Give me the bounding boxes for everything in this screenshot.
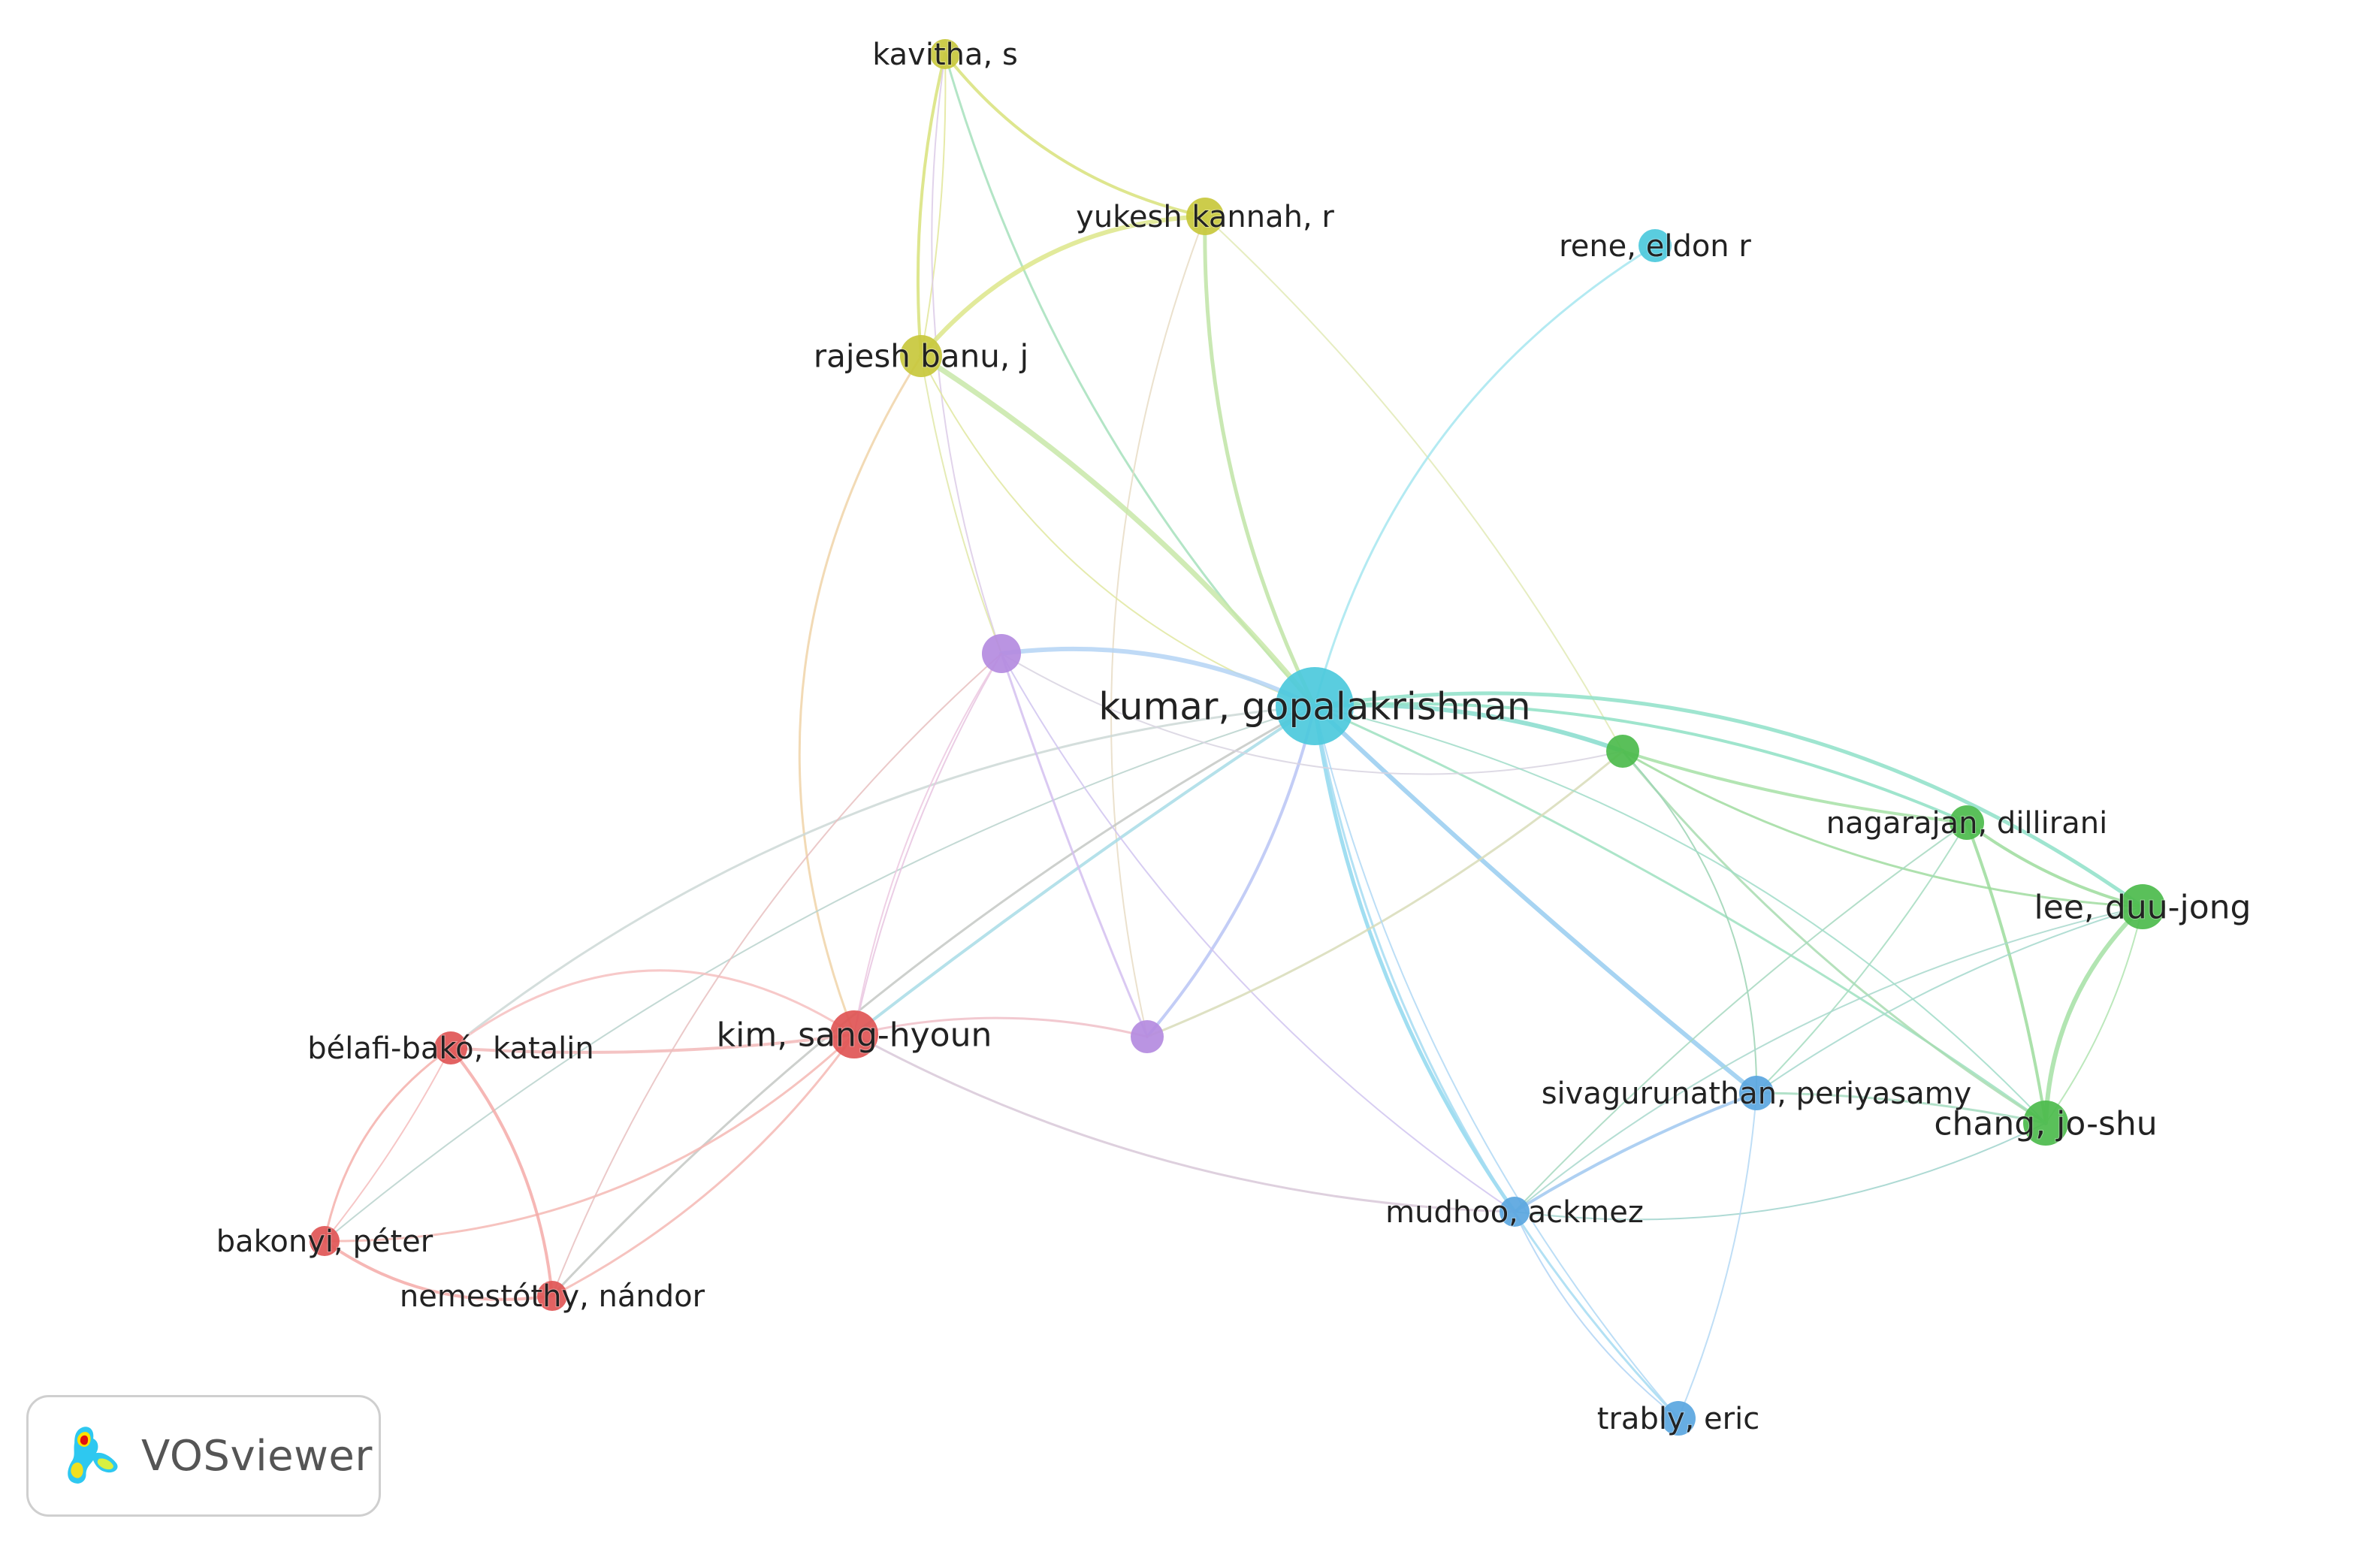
edge-kim-nemestothy (551, 1033, 856, 1297)
edge-kim-bakonyi (323, 1033, 856, 1243)
node-trably[interactable] (1661, 1401, 1696, 1436)
edge-kumar-bakonyi (324, 705, 1315, 1242)
edge-kumar-trably (1313, 705, 1680, 1420)
node-rajesh[interactable] (900, 335, 942, 377)
edge-kumar-belafi (449, 705, 1316, 1049)
edge-kumar-purple1 (999, 646, 1317, 708)
node-nemestothy[interactable] (537, 1281, 567, 1311)
node-chang[interactable] (2023, 1101, 2068, 1146)
edge-purple1-mudhoo (1001, 653, 1515, 1212)
nodes-layer (310, 39, 2165, 1436)
edge-green_hub-sivagurunathan (1622, 750, 1758, 1094)
edge-nagarajan-mudhoo (1514, 822, 1968, 1212)
vosviewer-logo-text: VOSviewer (141, 1431, 373, 1481)
edge-belafi-bakonyi (324, 1047, 452, 1242)
node-rene[interactable] (1639, 229, 1672, 262)
edge-kumar-mudhoo (1312, 704, 1517, 1214)
edge-kumar-sivagurunathan (1312, 704, 1759, 1095)
edges-layer (323, 53, 2145, 1420)
node-label-mudhoo[interactable]: mudhoo, ackmez (1385, 1194, 1645, 1230)
node-kim[interactable] (830, 1010, 878, 1058)
node-green_hub[interactable] (1606, 735, 1639, 768)
edge-nemestothy-purple1 (551, 653, 1002, 1297)
edge-yukesh-green_hub (1204, 216, 1623, 752)
node-yukesh[interactable] (1186, 198, 1224, 235)
edge-mudhoo-trably (1514, 1211, 1679, 1419)
edge-sivagurunathan-trably (1678, 1092, 1757, 1419)
edge-rene-kumar (1313, 244, 1657, 708)
edge-lee-chang (2043, 904, 2145, 1125)
node-label-kavitha[interactable]: kavitha, s (871, 37, 1019, 73)
edge-sivagurunathan-mudhoo (1513, 1092, 1758, 1213)
edge-kumar-nagarajan (1313, 702, 1968, 824)
node-label-nagarajan[interactable]: nagarajan, dillirani (1826, 805, 2108, 841)
edge-green_hub-chang (1621, 750, 2047, 1125)
edge-belafi-bakonyi (323, 1046, 452, 1243)
edge-kim-belafi (449, 1033, 856, 1054)
labels-layer: kumar, gopalakrishnan kavitha, s yukesh ka… (216, 37, 2252, 1437)
node-bakonyi[interactable] (310, 1226, 340, 1256)
node-purple1[interactable] (982, 634, 1021, 673)
node-label-nemestothy[interactable]: nemestóthy, nándor (399, 1279, 706, 1315)
edge-rajesh-kim (798, 355, 923, 1036)
edge-lee-mudhoo (1514, 906, 2143, 1212)
node-label-kumar[interactable]: kumar, gopalakrishnan (1098, 684, 1531, 729)
edge-purple1-green_hub (1001, 653, 1623, 775)
edge-green_hub-lee (1621, 750, 2144, 908)
edge-lee-chang (2045, 906, 2143, 1124)
edge-kim-purple2 (853, 1016, 1149, 1038)
node-sivagurunathan[interactable] (1739, 1076, 1774, 1110)
edge-lee-sivagurunathan (1756, 906, 2143, 1094)
node-label-lee[interactable]: lee, duu-jong (2034, 887, 2252, 927)
edge-kavitha-rajesh (920, 53, 947, 357)
edge-nagarajan-lee (1965, 821, 2144, 908)
edge-kumar-kim (853, 705, 1316, 1036)
edge-purple1-purple2 (1000, 652, 1149, 1038)
node-nagarajan[interactable] (1950, 805, 1984, 840)
node-label-rajesh[interactable]: rajesh banu, j (813, 337, 1029, 376)
edge-yukesh-rajesh (919, 214, 1207, 358)
node-label-belafi[interactable]: bélafi-bakó, katalin (307, 1031, 595, 1067)
edge-green_hub-purple2 (1146, 750, 1624, 1038)
node-label-trably[interactable]: trably, eric (1596, 1401, 1760, 1437)
edge-kumar-lee (1312, 691, 2145, 909)
node-lee[interactable] (2120, 884, 2165, 929)
node-purple2[interactable] (1131, 1020, 1164, 1053)
edge-rajesh-kumar (918, 353, 1318, 709)
edge-rajesh-purple1 (920, 355, 1002, 654)
edge-kumar-purple2 (1146, 705, 1316, 1038)
edge-green_hub-nagarajan (1621, 750, 1968, 824)
node-label-sivagurunathan[interactable]: sivagurunathan, periyasamy (1541, 1076, 1973, 1112)
node-mudhoo[interactable] (1500, 1197, 1530, 1227)
edge-chang-kumar (1314, 705, 2046, 1124)
edge-trably-kumar (1314, 705, 1679, 1419)
edge-kavitha-rajesh (916, 53, 947, 358)
edge-chang-mudhoo (1514, 1122, 2046, 1221)
edge-kumar-nemestothy (551, 705, 1316, 1297)
edge-chang-sivagurunathan (1755, 1092, 2047, 1125)
edge-yukesh-kumar (1203, 214, 1317, 708)
edge-bakonyi-nemestothy (323, 1240, 554, 1301)
node-kumar[interactable] (1276, 667, 1354, 745)
edge-kavitha-yukesh (944, 53, 1207, 218)
edge-kim-purple1 (853, 653, 1002, 1035)
edge-kim-belafi (449, 969, 856, 1049)
edge-yukesh-purple2 (1110, 216, 1206, 1037)
node-kavitha[interactable] (930, 39, 960, 69)
edge-purple1-kim (853, 653, 1002, 1035)
vosviewer-heatmap-icon (68, 1427, 118, 1484)
edge-nagarajan-chang (1965, 821, 2047, 1125)
node-label-rene[interactable]: rene, eldon r (1558, 228, 1752, 264)
edge-rajesh-kumar (920, 355, 1315, 707)
edge-belafi-nemestothy (449, 1046, 554, 1297)
node-label-bakonyi[interactable]: bakonyi, péter (216, 1224, 434, 1260)
node-label-kim[interactable]: kim, sang-hyoun (716, 1015, 993, 1055)
node-label-chang[interactable]: chang, jo-shu (1933, 1104, 2158, 1143)
vosviewer-logo[interactable]: VOSviewer (26, 1395, 381, 1517)
node-label-yukesh[interactable]: yukesh kannah, r (1075, 199, 1335, 235)
edge-mudhoo-kim (853, 1033, 1516, 1213)
node-belafi[interactable] (434, 1031, 467, 1064)
